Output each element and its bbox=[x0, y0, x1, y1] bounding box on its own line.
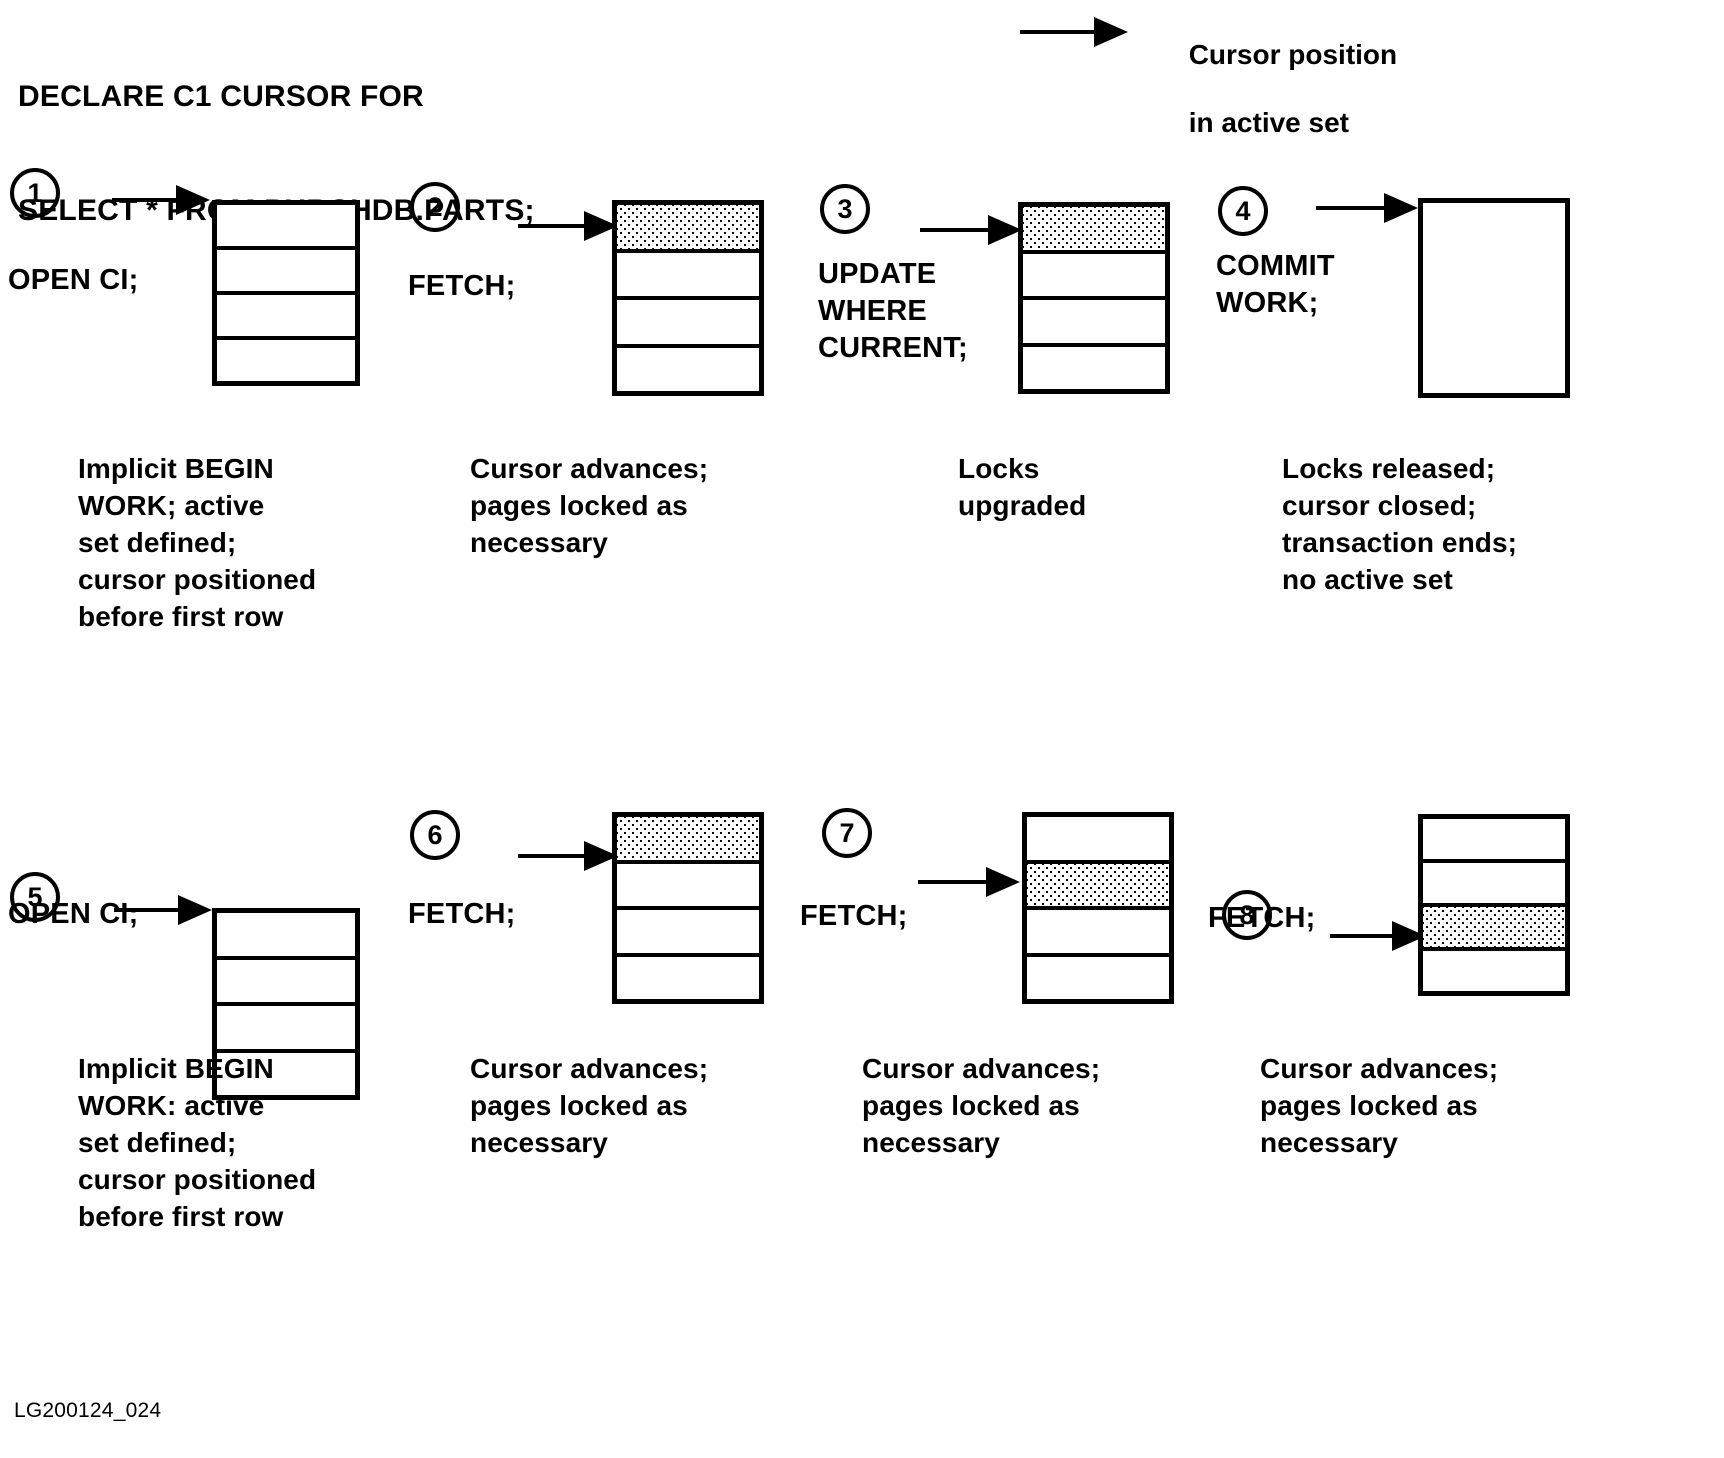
arrow-right-icon bbox=[1020, 12, 1128, 52]
cursor-arrow-icon bbox=[920, 210, 1024, 250]
table-row bbox=[1027, 817, 1169, 864]
step-caption: Cursor advances; pages locked as necessa… bbox=[470, 453, 709, 558]
table-row bbox=[1027, 956, 1169, 999]
step-command: FETCH; bbox=[1208, 902, 1316, 934]
legend: Cursor position in active set bbox=[1020, 4, 1397, 174]
table-row bbox=[1023, 300, 1165, 347]
table-row bbox=[1423, 907, 1565, 951]
cursor-arrow-icon bbox=[518, 206, 618, 246]
table-row bbox=[1423, 819, 1565, 863]
table-row bbox=[217, 295, 355, 340]
step-number-badge: 2 bbox=[410, 182, 460, 232]
legend-label: Cursor position in active set bbox=[1142, 4, 1397, 174]
table-row bbox=[617, 863, 759, 910]
active-set-table bbox=[1418, 198, 1570, 398]
legend-line-1: Cursor position bbox=[1188, 39, 1398, 70]
table-row bbox=[617, 205, 759, 253]
table-row bbox=[217, 959, 355, 1006]
cursor-arrow-icon bbox=[918, 862, 1022, 902]
step-command: COMMIT WORK; bbox=[1216, 250, 1335, 319]
step-command: OPEN CI; bbox=[8, 264, 139, 296]
step-number-badge: 8 bbox=[1222, 890, 1272, 940]
cursor-arrow-icon bbox=[518, 836, 618, 876]
step-command: OPEN CI; bbox=[8, 898, 139, 930]
table-row bbox=[1423, 203, 1565, 393]
table-row bbox=[1023, 207, 1165, 254]
active-set-table bbox=[212, 200, 360, 386]
step-caption: Cursor advances; pages locked as necessa… bbox=[1260, 1053, 1499, 1158]
table-row bbox=[1027, 863, 1169, 910]
cursor-arrow-icon bbox=[1330, 916, 1426, 956]
step-number-badge: 1 bbox=[10, 168, 60, 218]
step-number-badge: 3 bbox=[820, 184, 870, 234]
table-row bbox=[217, 1006, 355, 1053]
table-row bbox=[217, 340, 355, 381]
table-row bbox=[617, 817, 759, 864]
step-number-badge: 7 bbox=[822, 808, 872, 858]
active-set-table bbox=[1018, 202, 1170, 394]
cursor-arrow-icon bbox=[112, 180, 210, 220]
step-number-badge: 4 bbox=[1218, 186, 1268, 236]
table-row bbox=[617, 956, 759, 999]
cursor-arrow-icon bbox=[1316, 188, 1418, 228]
table-row bbox=[217, 250, 355, 295]
table-row bbox=[217, 1052, 355, 1095]
step-command: FETCH; bbox=[408, 270, 516, 302]
table-row bbox=[217, 913, 355, 960]
step-number-badge: 6 bbox=[410, 810, 460, 860]
step-caption: Locks upgraded bbox=[958, 453, 1087, 521]
step-caption: Implicit BEGIN WORK; active set defined;… bbox=[78, 453, 317, 632]
active-set-table bbox=[1022, 812, 1174, 1004]
cursor-arrow-icon bbox=[114, 890, 212, 930]
step-caption: Cursor advances; pages locked as necessa… bbox=[862, 1053, 1101, 1158]
step-command: FETCH; bbox=[800, 900, 908, 932]
step-command: FETCH; bbox=[408, 898, 516, 930]
legend-line-2: in active set bbox=[1188, 107, 1349, 138]
active-set-table bbox=[612, 200, 764, 396]
step-caption: Cursor advances; pages locked as necessa… bbox=[470, 1053, 709, 1158]
table-row bbox=[1023, 253, 1165, 300]
table-row bbox=[1423, 951, 1565, 991]
table-row bbox=[1423, 863, 1565, 907]
step-number-badge: 5 bbox=[10, 872, 60, 922]
step-caption: Locks released; cursor closed; transacti… bbox=[1282, 453, 1518, 595]
sql-line-1: DECLARE C1 CURSOR FOR bbox=[18, 80, 424, 113]
table-row bbox=[1027, 910, 1169, 957]
table-row bbox=[217, 205, 355, 250]
table-row bbox=[617, 347, 759, 391]
active-set-table bbox=[212, 908, 360, 1100]
active-set-table bbox=[612, 812, 764, 1004]
figure-id-label: LG200124_024 bbox=[14, 1399, 162, 1422]
step-command: UPDATE WHERE CURRENT; bbox=[818, 258, 968, 364]
table-row bbox=[1023, 346, 1165, 389]
table-row bbox=[617, 252, 759, 300]
step-caption: Implicit BEGIN WORK: active set defined;… bbox=[78, 1053, 317, 1232]
table-row bbox=[617, 910, 759, 957]
table-row bbox=[617, 300, 759, 348]
active-set-table bbox=[1418, 814, 1570, 996]
